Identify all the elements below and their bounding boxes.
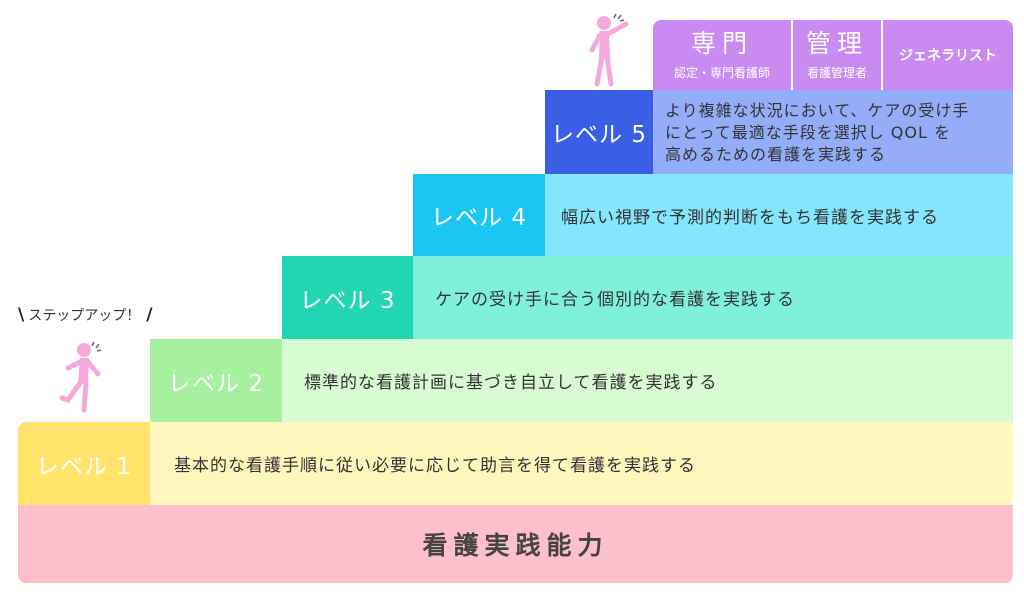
base-bar-nursing-competency: 看護実践能力 [18, 505, 1013, 583]
level-5-label: レベル 5 [551, 122, 647, 148]
level-1-label: レベル 1 [36, 453, 132, 480]
level-3-label: レベル 3 [299, 287, 396, 314]
management-title: 管理 [805, 29, 868, 58]
step-up-text: ステップアップ！ [28, 308, 141, 324]
management-subtitle: 看護管理者 [806, 66, 867, 80]
level-3-description-box: ケアの受け手に合う個別的な看護を実践する [413, 256, 1013, 339]
person-jumping-icon [58, 338, 106, 416]
level-2-description: 標準的な看護計画に基づき自立して看護を実践する [304, 373, 718, 393]
generalist-title: ジェネラリスト [899, 48, 997, 64]
specialist-title: 専門 [690, 29, 753, 58]
step-up-callout: \ ステップアップ！ / [18, 305, 168, 325]
callout-right-mark: / [146, 305, 153, 325]
level-3-label-box: レベル 3 [282, 256, 413, 339]
level-5-label-box: レベル 5 [545, 90, 653, 174]
level-4-label-box: レベル 4 [413, 174, 545, 256]
level-5-description-line-1: より複雑な状況において、ケアの受け手 [665, 101, 970, 120]
person-cheering-icon [584, 12, 630, 90]
level-4-description: 幅広い視野で予測的判断をもち看護を実践する [561, 207, 939, 228]
level-5-description-line-2: にとって最適な手段を選択し QOL を [665, 123, 951, 142]
specialist-header: 専門 認定・専門看護師 [653, 20, 791, 90]
level-1-label-box: レベル 1 [18, 422, 150, 505]
level-4-label: レベル 4 [431, 205, 527, 231]
level-5-description-line-3: 高めるための看護を実践する [665, 145, 887, 164]
level-3-description: ケアの受け手に合う個別的な看護を実践する [435, 290, 795, 310]
level-2-description-box: 標準的な看護計画に基づき自立して看護を実践する [282, 339, 1013, 422]
level-2-label-box: レベル 2 [150, 339, 282, 422]
header-divider-2 [881, 20, 883, 90]
header-divider-1 [791, 20, 793, 90]
callout-left-mark: \ [18, 305, 25, 325]
level-5-description-box: より複雑な状況において、ケアの受け手 にとって最適な手段を選択し QOL を 高… [653, 90, 1013, 174]
level-2-label: レベル 2 [168, 370, 264, 397]
level-1-description-box: 基本的な看護手順に従い必要に応じて助言を得て看護を実践する [150, 422, 1013, 505]
specialist-subtitle: 認定・専門看護師 [673, 66, 770, 80]
generalist-header: ジェネラリスト [883, 20, 1013, 90]
level-1-description: 基本的な看護手順に従い必要に応じて助言を得て看護を実践する [174, 456, 696, 476]
base-label: 看護実践能力 [422, 531, 609, 560]
level-4-description-box: 幅広い視野で予測的判断をもち看護を実践する [545, 174, 1013, 256]
management-header: 管理 看護管理者 [793, 20, 881, 90]
